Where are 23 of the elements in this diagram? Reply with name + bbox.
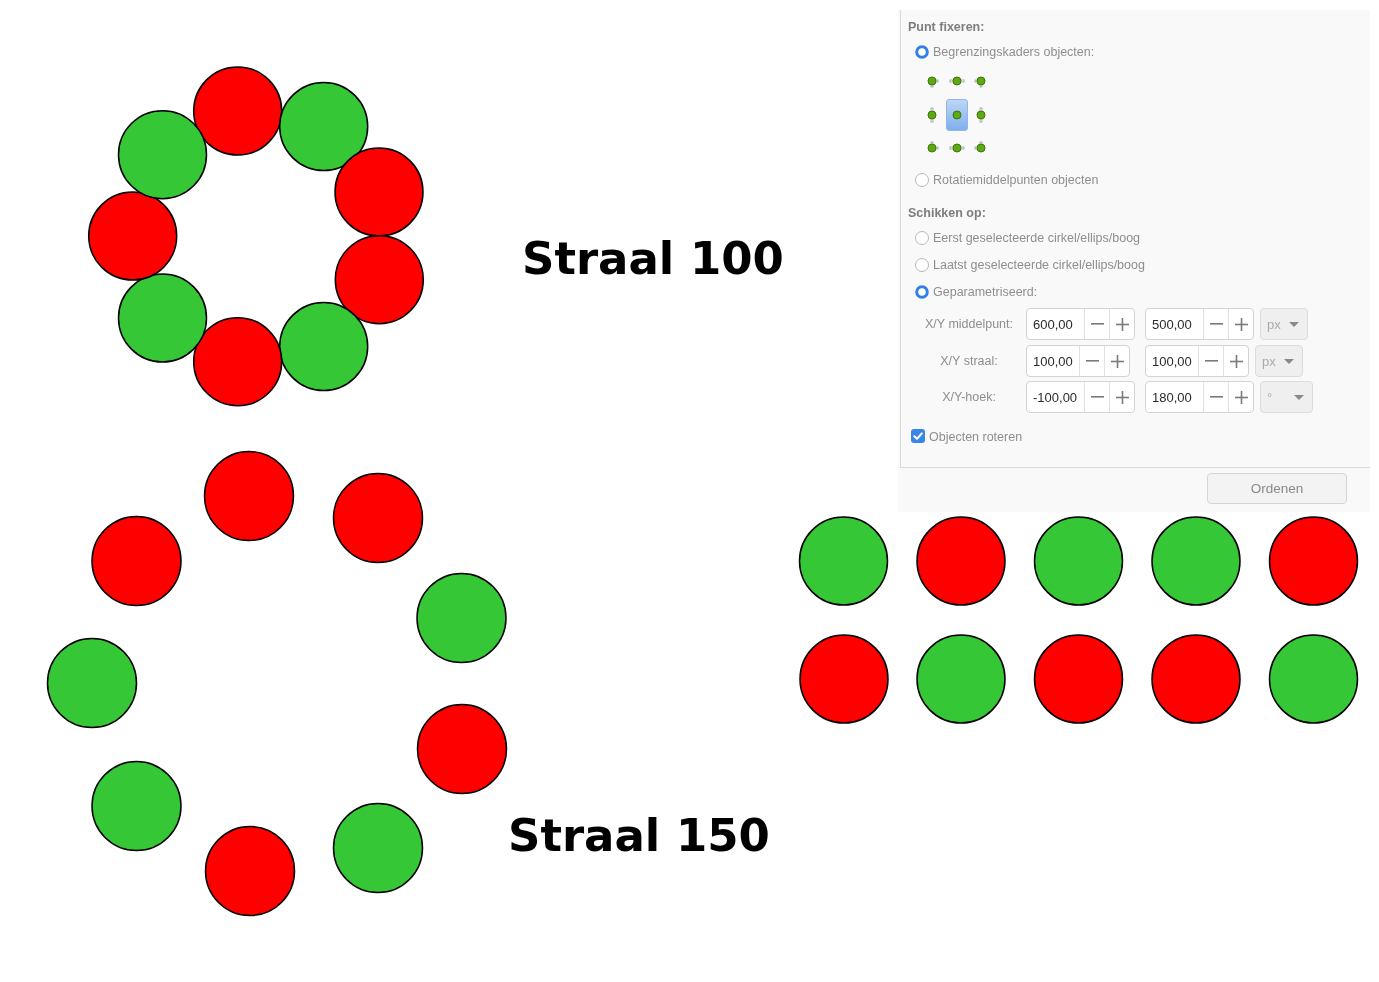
option-label: Geparametriseerd:	[933, 284, 1038, 300]
number-field: -100,00	[1027, 382, 1084, 412]
field-label: X/Y-hoek:	[942, 389, 996, 405]
field-label: X/Y straal:	[940, 353, 998, 369]
number-field: 100,00	[1146, 346, 1198, 376]
option-label: Eerst geselecteerde cirkel/ellips/boog	[933, 230, 1141, 246]
arrange-button: Ordenen	[1207, 473, 1347, 504]
option-label: Rotatiemiddelpunten objecten	[933, 172, 1099, 188]
number-field: 600,00	[1027, 309, 1084, 339]
number-field: 500,00	[1146, 309, 1203, 339]
option-label: Begrenzingskaders objecten:	[933, 44, 1095, 60]
caption-text: Straal 150	[508, 813, 770, 858]
unit-dropdown: px	[1260, 308, 1308, 340]
caption-text: Straal 100	[522, 236, 784, 281]
number-field: 180,00	[1146, 382, 1203, 412]
section-heading: Punt fixeren:	[908, 19, 985, 35]
unit-dropdown: °	[1260, 381, 1313, 413]
field-label: X/Y middelpunt:	[925, 316, 1013, 332]
option-label: Objecten roteren	[929, 429, 1023, 445]
option-label: Laatst geselecteerde cirkel/ellips/boog	[933, 257, 1145, 273]
section-heading: Schikken op:	[908, 205, 986, 221]
unit-dropdown: px	[1255, 345, 1303, 377]
number-field: 100,00	[1027, 346, 1079, 376]
